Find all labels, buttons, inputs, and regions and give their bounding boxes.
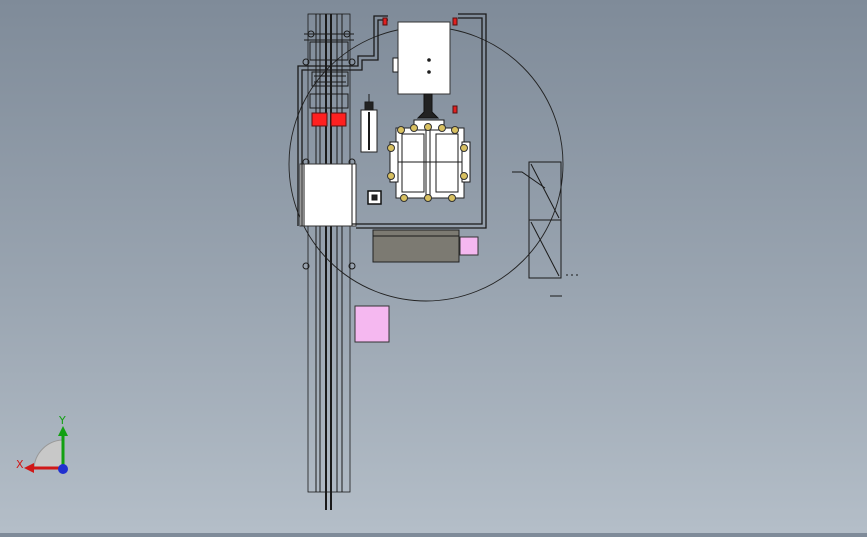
- pneumatic-cylinder[interactable]: [360, 94, 378, 153]
- red-marker[interactable]: [452, 105, 458, 114]
- gripper-fixture[interactable]: [389, 119, 471, 199]
- triad-plane: [33, 439, 65, 469]
- triad-axes: [24, 426, 68, 474]
- side-frame[interactable]: [512, 161, 578, 297]
- cable-connector[interactable]: [416, 93, 440, 119]
- control-cabinet[interactable]: [397, 21, 451, 95]
- x-axis-label: X: [16, 458, 24, 471]
- column-carriage[interactable]: [299, 163, 357, 227]
- coordinate-triad: X Y: [12, 412, 82, 482]
- pink-face-large[interactable]: [354, 305, 390, 343]
- y-axis-label: Y: [59, 414, 66, 427]
- z-axis-dot: [58, 464, 68, 474]
- red-highlight-right[interactable]: [330, 112, 347, 127]
- fixture-bolts: [387, 123, 468, 202]
- red-highlight-left[interactable]: [311, 112, 328, 127]
- drive-motor[interactable]: [372, 229, 460, 263]
- vertical-column[interactable]: [302, 13, 356, 510]
- frame-bracket[interactable]: [297, 13, 487, 229]
- red-marker[interactable]: [382, 17, 388, 26]
- pink-face-small[interactable]: [459, 236, 479, 256]
- red-marker[interactable]: [452, 17, 458, 26]
